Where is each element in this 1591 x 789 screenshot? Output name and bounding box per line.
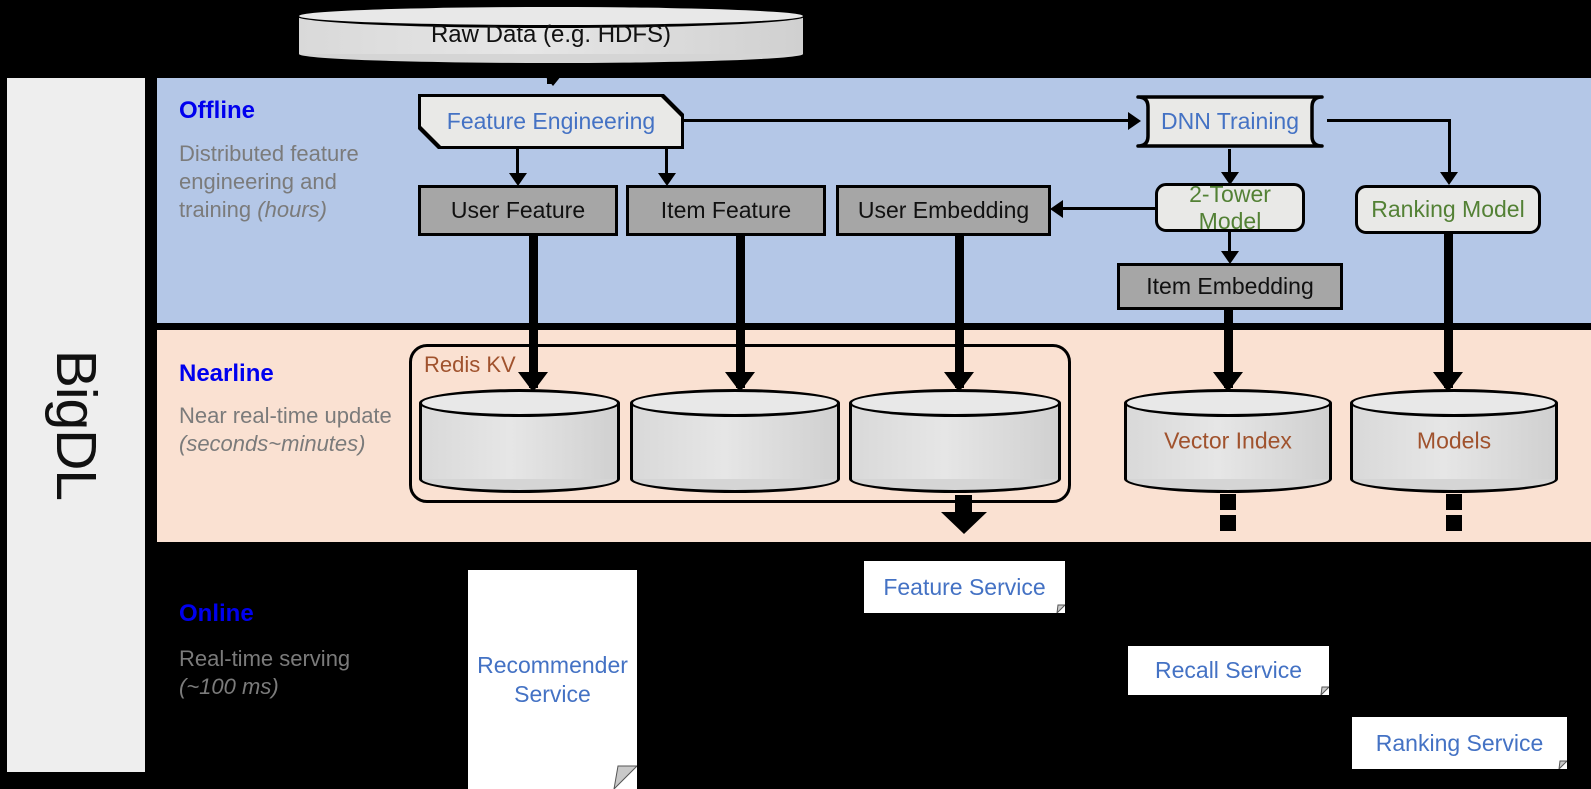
- online-desc-emphasis: (~100 ms): [179, 673, 279, 699]
- raw-data-label: Raw Data (e.g. HDFS): [430, 21, 672, 48]
- ranking-model-node[interactable]: Ranking Model: [1355, 185, 1541, 234]
- feature-service-label: Feature Service: [883, 573, 1046, 600]
- connector-fe-itemfeature: [665, 149, 668, 179]
- dnn-training-shape: [1136, 95, 1324, 148]
- cylinder-top: [296, 4, 806, 28]
- offline-title: Offline: [179, 97, 255, 124]
- arrowhead-twotower-itemembedding: [1221, 251, 1239, 264]
- item-feature-node[interactable]: Item Feature: [626, 185, 826, 236]
- connector-fe-dnn: [684, 119, 1133, 122]
- feature-engineering-label: Feature Engineering: [446, 108, 656, 135]
- arrowhead-userembedding-store: [944, 372, 974, 392]
- recall-service-node[interactable]: Recall Service: [1128, 646, 1329, 695]
- stub-models-1: [1446, 494, 1462, 510]
- redis-kv-container: [409, 344, 1071, 503]
- arrowhead-dnn-ranking: [1440, 172, 1458, 185]
- two-tower-model-label: 2-Tower Model: [1189, 181, 1271, 234]
- offline-desc-text: Distributed feature engineering and trai…: [179, 141, 359, 222]
- pipe-itemembedding-vectorindex: [1224, 310, 1233, 388]
- recall-service-label: Recall Service: [1155, 657, 1302, 684]
- cylinder-top: [419, 389, 620, 417]
- dnn-training-node[interactable]: DNN Training: [1133, 94, 1327, 149]
- arrowhead-itemfeature-store: [725, 372, 755, 392]
- connector-twotower-userembedding: [1060, 207, 1160, 210]
- arrowhead-rawdata-fe: [540, 70, 566, 86]
- connector-dnn-ranking-h: [1327, 119, 1451, 122]
- arrowhead-twotower-userembedding: [1050, 200, 1063, 218]
- pipe-userfeature-store: [529, 236, 538, 388]
- online-desc-text: Real-time serving: [179, 646, 351, 671]
- item-feature-label: Item Feature: [660, 197, 792, 224]
- arrowhead-fe-userfeature: [509, 173, 527, 186]
- stub-vectorindex-2: [1220, 515, 1236, 531]
- feature-engineering-outline: Feature Engineering: [418, 94, 684, 149]
- arrowhead-fe-dnn: [1128, 112, 1141, 130]
- arrowhead-dnn-twotower: [1221, 172, 1239, 185]
- arrowhead-featureservice: [941, 512, 987, 534]
- user-feature-store-cylinder[interactable]: [419, 389, 620, 493]
- user-feature-node[interactable]: User Feature: [418, 185, 618, 236]
- ranking-service-node[interactable]: Ranking Service: [1352, 717, 1567, 769]
- user-embedding-label: User Embedding: [857, 197, 1030, 224]
- nearline-title: Nearline: [179, 360, 274, 387]
- recommender-service-node[interactable]: Recommender Service: [468, 570, 637, 789]
- item-embedding-label: Item Embedding: [1146, 273, 1314, 300]
- cylinder-top: [1124, 389, 1332, 417]
- bigdl-rail-label: BigDL: [44, 349, 108, 501]
- pipe-itemfeature-store: [736, 236, 745, 388]
- stub-vectorindex-1: [1220, 494, 1236, 510]
- nearline-description: Near real-time update (seconds~minutes): [179, 402, 404, 458]
- two-tower-model-node[interactable]: 2-Tower Model: [1155, 181, 1305, 234]
- redis-kv-label: Redis KV: [424, 352, 516, 377]
- stub-featureservice-top: [955, 495, 972, 512]
- pipe-userembedding-store: [955, 236, 964, 388]
- arrowhead-rankingmodel-models: [1433, 372, 1463, 392]
- online-title: Online: [179, 600, 254, 627]
- ranking-service-shape: [1352, 717, 1567, 769]
- recommender-service-label: Recommender Service: [477, 651, 628, 707]
- user-embedding-store-cylinder[interactable]: [849, 389, 1061, 493]
- cylinder-top: [849, 389, 1061, 417]
- vector-index-cylinder[interactable]: Vector Index: [1124, 389, 1332, 493]
- connector-fe-userfeature: [516, 149, 519, 179]
- nearline-desc-emphasis: (seconds~minutes): [179, 430, 366, 456]
- offline-description: Distributed feature engineering and trai…: [179, 140, 404, 224]
- raw-data-cylinder: Raw Data (e.g. HDFS): [296, 4, 806, 66]
- feature-service-shape: [864, 561, 1065, 613]
- ranking-model-label: Ranking Model: [1371, 196, 1525, 223]
- online-description: Real-time serving (~100 ms): [179, 645, 404, 701]
- user-embedding-node[interactable]: User Embedding: [836, 185, 1051, 236]
- cylinder-body: [630, 403, 840, 479]
- models-cylinder[interactable]: Models: [1350, 389, 1558, 493]
- connector-dnn-ranking-v: [1448, 119, 1451, 177]
- models-label: Models: [1416, 427, 1492, 454]
- arrowhead-userfeature-store: [518, 372, 548, 392]
- stub-models-2: [1446, 515, 1462, 531]
- cylinder-top: [1350, 389, 1558, 417]
- user-feature-label: User Feature: [450, 197, 586, 224]
- item-feature-store-cylinder[interactable]: [630, 389, 840, 493]
- feature-service-node[interactable]: Feature Service: [864, 561, 1065, 613]
- cylinder-top: [630, 389, 840, 417]
- item-embedding-node[interactable]: Item Embedding: [1117, 263, 1343, 310]
- bigdl-rail: BigDL: [7, 78, 145, 772]
- pipe-rankingmodel-models: [1444, 234, 1453, 388]
- vector-index-label: Vector Index: [1164, 427, 1292, 454]
- ranking-service-label: Ranking Service: [1375, 729, 1544, 756]
- arrowhead-fe-itemfeature: [658, 173, 676, 186]
- nearline-desc-text: Near real-time update: [179, 403, 392, 428]
- recall-service-shape: [1128, 646, 1329, 695]
- connector-dnn-twotower: [1228, 149, 1231, 179]
- offline-desc-emphasis: (hours): [257, 196, 327, 222]
- connector-twotower-itemembedding: [1228, 232, 1231, 260]
- arrowhead-itemembedding-vectorindex: [1213, 372, 1243, 392]
- dnn-training-label: DNN Training: [1160, 108, 1300, 135]
- feature-engineering-node[interactable]: Feature Engineering: [421, 97, 681, 146]
- recommender-service-shape: [468, 570, 637, 789]
